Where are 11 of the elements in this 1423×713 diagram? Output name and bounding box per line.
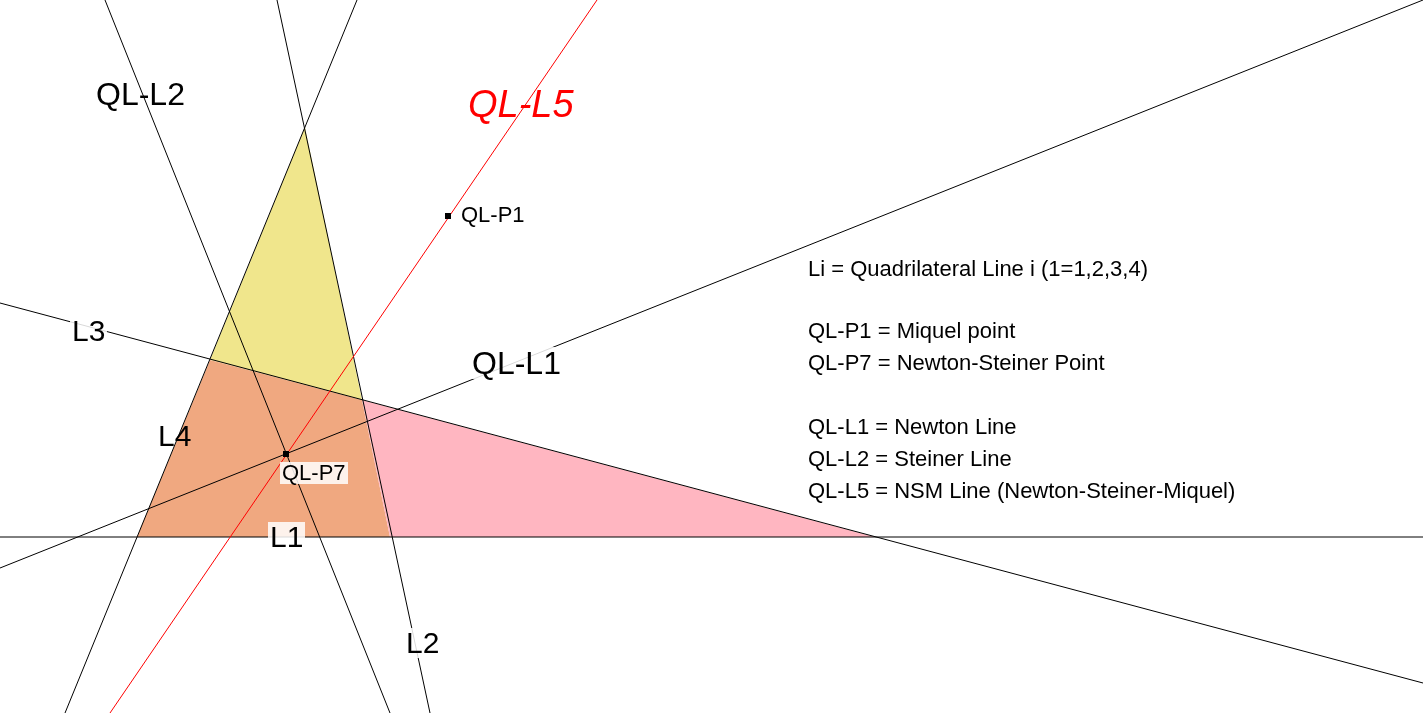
line-label: QL-L5 — [468, 85, 574, 123]
line-label: QL-L2 — [96, 78, 185, 110]
point-label: QL-P7 — [280, 462, 348, 484]
point-label: QL-P1 — [461, 204, 525, 226]
note: QL-L2 = Steiner Line — [808, 448, 1012, 470]
note: QL-L5 = NSM Line (Newton-Steiner-Miquel) — [808, 480, 1236, 502]
note: QL-P1 = Miquel point — [808, 320, 1016, 342]
line-label: QL-L1 — [470, 347, 563, 379]
note: QL-L1 = Newton Line — [808, 416, 1017, 438]
note: Li = Quadrilateral Line i (1=1,2,3,4) — [808, 258, 1148, 280]
note: QL-P7 = Newton-Steiner Point — [808, 352, 1105, 374]
